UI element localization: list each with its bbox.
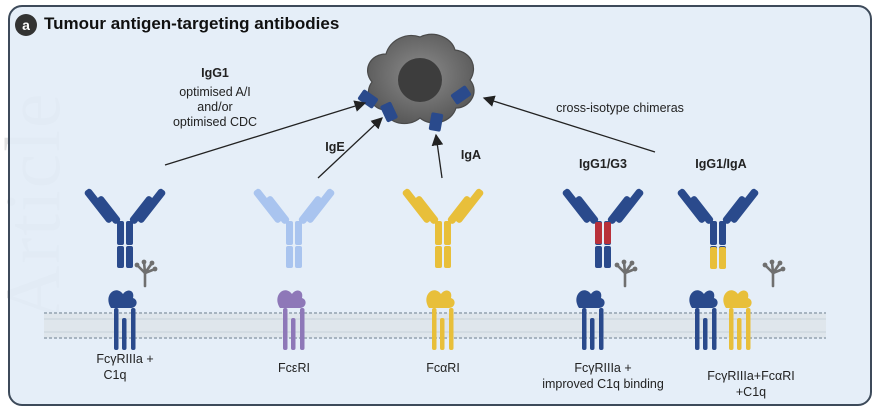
tumour-cell (357, 33, 475, 132)
c1q-complex-3 (761, 258, 787, 288)
c1q-complex (133, 258, 159, 288)
igg1-desc-line1: optimised A/I (179, 85, 251, 99)
iga-antibody (401, 187, 485, 268)
igg1-antibody (83, 187, 167, 268)
receptor-1-label-line2: C1q (103, 368, 127, 382)
igg1-g3-chimera-antibody (561, 187, 645, 268)
receptor-4-label-line2: improved C1q binding (542, 377, 664, 391)
receptor-5-label-line2: +C1q (735, 385, 767, 399)
receptor-2-label: FcεRI (278, 361, 310, 375)
receptor-1-label-line1: FcγRIIIa + (96, 352, 154, 366)
receptor-3-label: FcαRI (426, 361, 460, 375)
targeting-arrows (164, 95, 656, 179)
panel-letter-badge: a (15, 14, 37, 36)
panel-title: Tumour antigen-targeting antibodies (44, 14, 340, 33)
igg1-iga-chimera-antibody (676, 187, 760, 269)
igg1-iga-label: IgG1/IgA (695, 157, 747, 171)
ige-label: IgE (325, 140, 345, 154)
iga-label: IgA (460, 148, 482, 162)
igg1-label: IgG1 (201, 66, 229, 80)
chimeras-label: cross-isotype chimeras (556, 101, 684, 115)
ige-antibody (252, 187, 336, 268)
igg1-desc-line3: optimised CDC (172, 115, 258, 129)
receptor-5-label-line1: FcγRIIIa+FcαRI (707, 369, 795, 383)
igg1-desc-line2: and/or (197, 100, 233, 114)
igg1-g3-label: IgG1/G3 (579, 157, 627, 171)
c1q-complex-2 (613, 258, 639, 288)
receptor-4-label-line1: FcγRIIIa + (574, 361, 632, 375)
